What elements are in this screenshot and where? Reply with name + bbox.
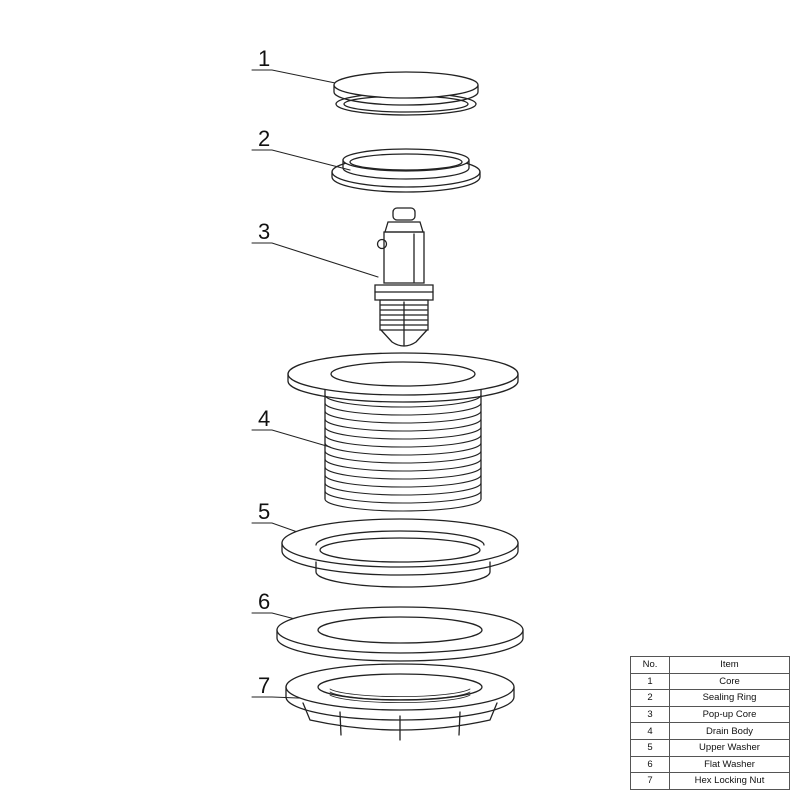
part-popup-core [374, 207, 434, 347]
row-item: Core [669, 672, 790, 691]
table-row: 2 Sealing Ring [630, 689, 790, 707]
row-item: Pop-up Core [669, 705, 790, 724]
table-row: 3 Pop-up Core [630, 705, 790, 724]
part-upper-washer [281, 518, 519, 588]
callout-4: 4 [258, 406, 270, 431]
table-row: 7 Hex Locking Nut [630, 772, 790, 790]
table-row: 4 Drain Body [630, 722, 790, 740]
table-row: 6 Flat Washer [630, 755, 790, 774]
header-item: Item [669, 656, 790, 674]
header-no: No. [630, 656, 670, 674]
parts-table: No. Item 1 Core 2 Sealing Ring 3 Pop-up … [630, 656, 790, 790]
callout-3: 3 [258, 219, 270, 244]
row-item: Flat Washer [669, 755, 790, 774]
table-row: 1 Core [630, 672, 790, 691]
part-flat-washer [276, 606, 524, 662]
part-core [333, 71, 479, 116]
row-item: Hex Locking Nut [669, 772, 790, 790]
callout-7: 7 [258, 673, 270, 698]
callout-numbers: 1 2 3 4 5 6 7 [258, 46, 270, 698]
row-no: 6 [630, 755, 670, 774]
part-hex-locking-nut [285, 663, 515, 741]
row-no: 7 [630, 772, 670, 790]
callout-2: 2 [258, 126, 270, 151]
row-item: Upper Washer [669, 738, 790, 757]
row-item: Sealing Ring [669, 689, 790, 707]
table-row: 5 Upper Washer [630, 738, 790, 757]
part-drain-body [287, 352, 519, 512]
row-no: 2 [630, 689, 670, 707]
row-no: 4 [630, 722, 670, 740]
callout-6: 6 [258, 589, 270, 614]
callout-1: 1 [258, 46, 270, 71]
table-header: No. Item [630, 656, 790, 674]
part-sealing-ring [331, 148, 481, 193]
row-no: 3 [630, 705, 670, 724]
row-item: Drain Body [669, 722, 790, 740]
callout-5: 5 [258, 499, 270, 524]
row-no: 5 [630, 738, 670, 757]
callout-leaders [251, 69, 379, 701]
row-no: 1 [630, 672, 670, 691]
